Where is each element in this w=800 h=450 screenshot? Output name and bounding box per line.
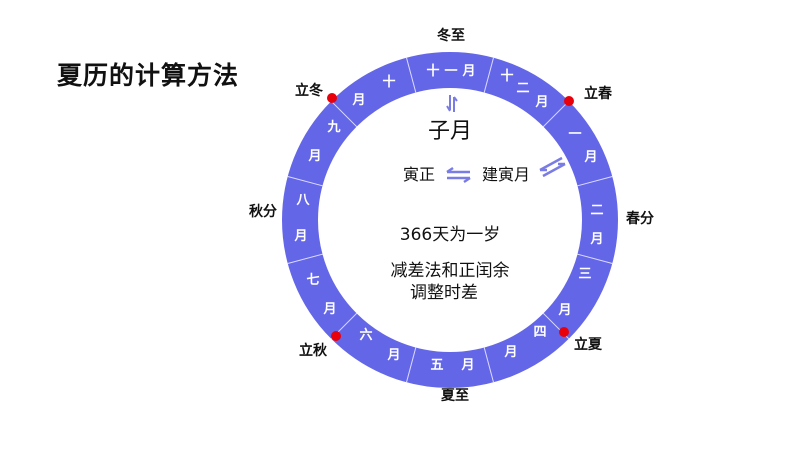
year-days-text: 366天为一岁 xyxy=(400,225,500,245)
marker-lixia xyxy=(559,327,569,337)
svg-text:月: 月 xyxy=(461,64,475,79)
jian-yin-month-label: 建寅月 xyxy=(482,165,530,184)
term-xiazhi: 夏至 xyxy=(441,387,469,404)
center-content: 子月 寅正 建寅月 366天为一岁 减差法和正闰余 调整时差 xyxy=(391,95,566,303)
marker-lidong xyxy=(327,93,337,103)
month-label-6: 六 月 xyxy=(359,327,400,363)
month-label-4: 四 月 xyxy=(503,325,546,360)
term-lixia: 立夏 xyxy=(574,336,603,353)
term-lichun: 立春 xyxy=(584,85,613,102)
svg-text:十: 十 xyxy=(426,63,439,79)
svg-text:月: 月 xyxy=(307,149,321,164)
svg-text:月: 月 xyxy=(557,303,571,318)
month-dividers xyxy=(287,57,613,383)
svg-text:三: 三 xyxy=(578,267,591,282)
method-line1-text: 减差法和正闰余 xyxy=(391,261,510,281)
ring-band xyxy=(282,52,618,388)
solar-term-labels: 冬至 立春 春分 立夏 夏至 立秋 秋分 立冬 xyxy=(249,27,654,404)
month-label-9: 九 月 xyxy=(307,120,340,164)
zi-month-label: 子月 xyxy=(428,119,472,144)
svg-text:十: 十 xyxy=(382,74,395,90)
svg-text:七: 七 xyxy=(306,273,319,288)
term-qiufen: 秋分 xyxy=(249,203,277,220)
svg-text:八: 八 xyxy=(295,193,310,208)
svg-text:月: 月 xyxy=(351,93,365,108)
month-label-8: 八 月 xyxy=(293,193,310,244)
month-label-5: 五 月 xyxy=(430,358,474,373)
svg-text:五: 五 xyxy=(430,358,443,373)
method-line2-text: 调整时差 xyxy=(410,283,478,303)
month-label-1: 一 月 xyxy=(568,127,597,165)
svg-text:月: 月 xyxy=(322,302,336,317)
month-label-3: 三 月 xyxy=(557,267,591,318)
svg-text:月: 月 xyxy=(386,348,400,363)
month-labels: 十 一 月 十 二 月 一 月 二 月 三 月 四 月 五 月 六 xyxy=(293,63,603,373)
month-label-10: 十 月 xyxy=(351,74,395,108)
svg-text:月: 月 xyxy=(293,229,307,244)
svg-text:一: 一 xyxy=(568,127,581,142)
month-label-2: 二 月 xyxy=(589,203,603,247)
svg-text:十: 十 xyxy=(500,68,513,84)
svg-text:九: 九 xyxy=(326,120,340,135)
marker-lichun xyxy=(564,96,574,106)
month-label-11: 十 一 月 xyxy=(426,63,475,79)
svg-text:一: 一 xyxy=(444,64,457,79)
month-label-12: 十 二 月 xyxy=(500,68,548,110)
marker-liqiu xyxy=(331,331,341,341)
month-ring xyxy=(282,52,618,388)
term-dongzhi: 冬至 xyxy=(437,27,465,44)
svg-text:月: 月 xyxy=(589,232,603,247)
page-title: 夏历的计算方法 xyxy=(57,61,240,90)
month-label-7: 七 月 xyxy=(306,273,336,317)
svg-text:二: 二 xyxy=(590,203,603,218)
svg-text:月: 月 xyxy=(534,95,548,110)
svg-text:月: 月 xyxy=(583,150,597,165)
svg-text:四: 四 xyxy=(533,325,546,340)
term-lidong: 立冬 xyxy=(295,82,323,99)
svg-text:六: 六 xyxy=(359,327,372,343)
svg-text:月: 月 xyxy=(460,358,474,373)
arrow-to-first-month-icon xyxy=(539,156,566,178)
yin-zheng-label: 寅正 xyxy=(403,165,435,184)
exchange-arrows-icon xyxy=(446,166,471,184)
svg-text:二: 二 xyxy=(516,81,529,96)
arrow-to-zi-month-icon xyxy=(446,95,458,112)
season-start-markers xyxy=(327,93,574,341)
term-liqiu: 立秋 xyxy=(299,342,328,359)
term-chunfen: 春分 xyxy=(625,210,654,227)
svg-text:月: 月 xyxy=(503,345,517,360)
